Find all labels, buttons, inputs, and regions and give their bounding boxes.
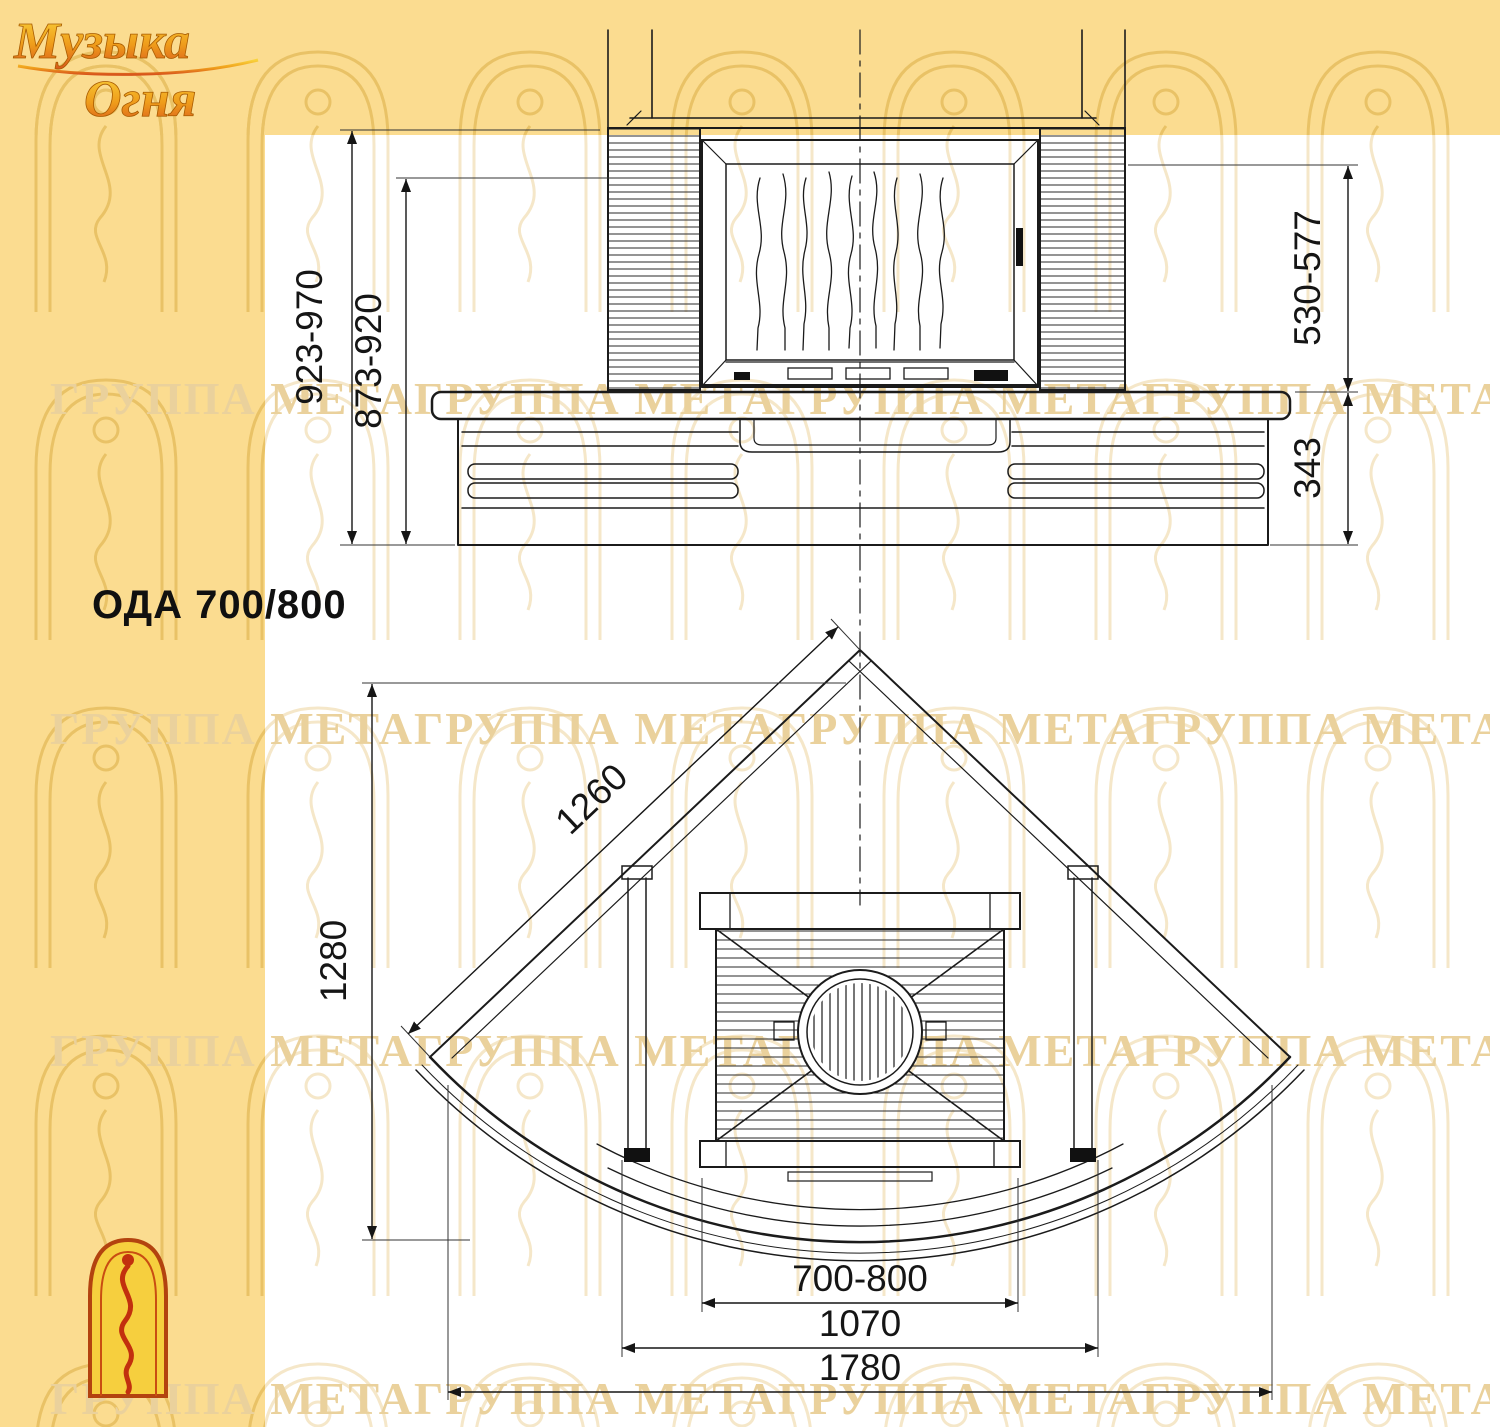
dim-plan-depth: 1280	[313, 920, 354, 1002]
watermark-arches-left	[0, 0, 265, 1427]
mantel-shelf	[430, 390, 1292, 421]
dim-plan-diagonal: 1260	[547, 756, 635, 842]
plan-grill	[699, 892, 1021, 1182]
firebox	[700, 139, 1040, 388]
brand-logo: Музыка Огня	[13, 13, 259, 128]
left-pilaster	[607, 127, 701, 391]
brand-line2: Огня	[84, 71, 196, 128]
corner-arch-logo	[88, 1237, 168, 1398]
dim-plan-width: 1780	[819, 1347, 901, 1388]
dim-plan-mid: 1070	[819, 1303, 901, 1344]
plan-burner	[797, 969, 923, 1095]
model-title: ОДА 700/800	[92, 583, 347, 627]
base	[457, 418, 1269, 546]
fire-figure	[119, 1263, 134, 1395]
grate	[734, 367, 1008, 381]
plan-dimensions: 1260 1280 700-800 1070 1780	[313, 618, 1273, 1400]
flames	[755, 171, 945, 351]
door-handle	[1016, 228, 1023, 266]
dim-height-inner: 873-920	[348, 293, 389, 429]
dim-height-base: 343	[1287, 437, 1328, 499]
brand-line1: Музыка	[13, 13, 190, 70]
front-dimensions: 923-970 873-920 530-577 343	[289, 129, 1358, 546]
dim-height-opening: 530-577	[1287, 210, 1328, 346]
dim-height-total: 923-970	[289, 269, 330, 405]
brand-flourish	[17, 58, 259, 76]
front-view	[430, 29, 1292, 906]
right-pilaster	[1039, 127, 1126, 391]
dim-plan-opening: 700-800	[792, 1258, 928, 1299]
hood	[607, 29, 1126, 129]
